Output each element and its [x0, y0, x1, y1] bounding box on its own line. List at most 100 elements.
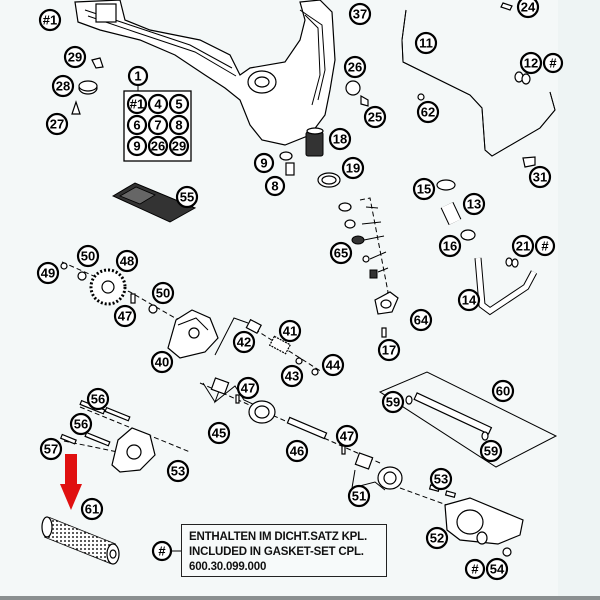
callout-label: 31 — [533, 170, 547, 185]
callout-part-18[interactable]: 18 — [328, 127, 352, 151]
callout-circle — [232, 330, 256, 354]
callout-label: 42 — [237, 335, 251, 350]
callout-part-8[interactable]: 8 — [264, 175, 286, 197]
callout-part-9[interactable]: 9 — [253, 152, 275, 174]
callout-label: 11 — [419, 36, 433, 51]
callout-part-55[interactable]: 55 — [175, 185, 199, 209]
callout-label: 41 — [283, 324, 297, 339]
callout-part-hash[interactable]: # — [151, 540, 173, 562]
callout-circle — [425, 526, 449, 550]
callout-part-61[interactable]: 61 — [80, 497, 104, 521]
callout-part-44[interactable]: 44 — [321, 353, 345, 377]
callout-part-48[interactable]: 48 — [115, 249, 139, 273]
callout-circle — [36, 261, 60, 285]
callout-circle — [329, 241, 353, 265]
kit-group-label[interactable]: 1 — [127, 65, 149, 87]
callout-part-15[interactable]: 15 — [412, 177, 436, 201]
kit-item-6[interactable]: 6 — [126, 114, 148, 136]
callout-circle — [63, 45, 87, 69]
callout-circle — [347, 484, 371, 508]
callout-circle — [126, 93, 148, 115]
callout-part-24[interactable]: 24 — [516, 0, 540, 19]
kit-item-hash1[interactable]: #1 — [126, 93, 148, 115]
callout-part-hash1[interactable]: #1 — [38, 8, 62, 32]
callout-part-hash[interactable]: # — [464, 558, 486, 580]
callout-circle — [264, 175, 286, 197]
callout-part-62[interactable]: 62 — [416, 100, 440, 124]
callout-circle — [429, 467, 453, 491]
callout-circle — [416, 100, 440, 124]
kit-item-26[interactable]: 26 — [147, 135, 169, 157]
callout-label: 8 — [271, 179, 278, 194]
callout-part-47[interactable]: 47 — [335, 424, 359, 448]
callout-part-17[interactable]: 17 — [377, 338, 401, 362]
callout-part-31[interactable]: 31 — [528, 165, 552, 189]
callout-part-37[interactable]: 37 — [348, 2, 372, 26]
callout-label: 52 — [430, 531, 444, 546]
callout-label: 50 — [156, 286, 170, 301]
callout-part-59[interactable]: 59 — [479, 439, 503, 463]
callout-part-50[interactable]: 50 — [151, 281, 175, 305]
callout-part-45[interactable]: 45 — [207, 421, 231, 445]
callout-part-56[interactable]: 56 — [86, 387, 110, 411]
kit-item-9[interactable]: 9 — [126, 135, 148, 157]
callout-part-hash[interactable]: # — [542, 52, 564, 74]
callout-part-19[interactable]: 19 — [341, 156, 365, 180]
callout-circle — [363, 105, 387, 129]
callout-part-21[interactable]: 21 — [511, 234, 535, 258]
kit-item-7[interactable]: 7 — [147, 114, 169, 136]
callout-part-49[interactable]: 49 — [36, 261, 60, 285]
callout-part-25[interactable]: 25 — [363, 105, 387, 129]
callout-part-14[interactable]: 14 — [457, 288, 481, 312]
kit-item-29[interactable]: 29 — [168, 135, 190, 157]
callout-label: 65 — [334, 246, 348, 261]
callout-label: 40 — [155, 355, 169, 370]
callout-part-51[interactable]: 51 — [347, 484, 371, 508]
kit-item-4[interactable]: 4 — [147, 93, 169, 115]
callout-circle — [115, 249, 139, 273]
callout-part-53[interactable]: 53 — [166, 459, 190, 483]
callout-circle — [168, 93, 190, 115]
callout-part-28[interactable]: 28 — [51, 74, 75, 98]
callout-part-54[interactable]: 54 — [485, 557, 509, 581]
callout-circle — [175, 185, 199, 209]
callout-part-42[interactable]: 42 — [232, 330, 256, 354]
callout-circle — [377, 338, 401, 362]
callout-label: 16 — [443, 239, 457, 254]
callout-part-50[interactable]: 50 — [76, 244, 100, 268]
callout-part-11[interactable]: 11 — [414, 31, 438, 55]
callout-label: 14 — [462, 293, 477, 308]
callout-part-hash[interactable]: # — [534, 235, 556, 257]
callout-part-40[interactable]: 40 — [150, 350, 174, 374]
callout-label: 44 — [326, 358, 341, 373]
callout-part-12[interactable]: 12 — [519, 51, 543, 75]
callout-part-47[interactable]: 47 — [236, 376, 260, 400]
callout-part-16[interactable]: 16 — [438, 234, 462, 258]
kit-item-8[interactable]: 8 — [168, 114, 190, 136]
callout-part-56[interactable]: 56 — [69, 412, 93, 436]
callout-part-41[interactable]: 41 — [278, 319, 302, 343]
callout-part-59[interactable]: 59 — [381, 390, 405, 414]
pipe-60-group — [378, 371, 558, 468]
callout-part-53[interactable]: 53 — [429, 467, 453, 491]
callout-circle — [69, 412, 93, 436]
callout-part-27[interactable]: 27 — [45, 112, 69, 136]
callout-part-26[interactable]: 26 — [343, 55, 367, 79]
callout-part-46[interactable]: 46 — [285, 439, 309, 463]
callout-part-43[interactable]: 43 — [280, 364, 304, 388]
callout-part-65[interactable]: 65 — [329, 241, 353, 265]
callout-part-57[interactable]: 57 — [39, 437, 63, 461]
hose-13 — [440, 202, 462, 225]
callout-part-29[interactable]: 29 — [63, 45, 87, 69]
callout-label: 18 — [333, 132, 347, 147]
callout-part-13[interactable]: 13 — [462, 192, 486, 216]
callout-part-60[interactable]: 60 — [491, 379, 515, 403]
callout-part-52[interactable]: 52 — [425, 526, 449, 550]
callout-part-64[interactable]: 64 — [409, 308, 433, 332]
callout-label: 5 — [175, 97, 182, 112]
kit-item-5[interactable]: 5 — [168, 93, 190, 115]
callout-circle — [485, 557, 509, 581]
callout-circle — [528, 165, 552, 189]
callout-part-47[interactable]: 47 — [113, 304, 137, 328]
